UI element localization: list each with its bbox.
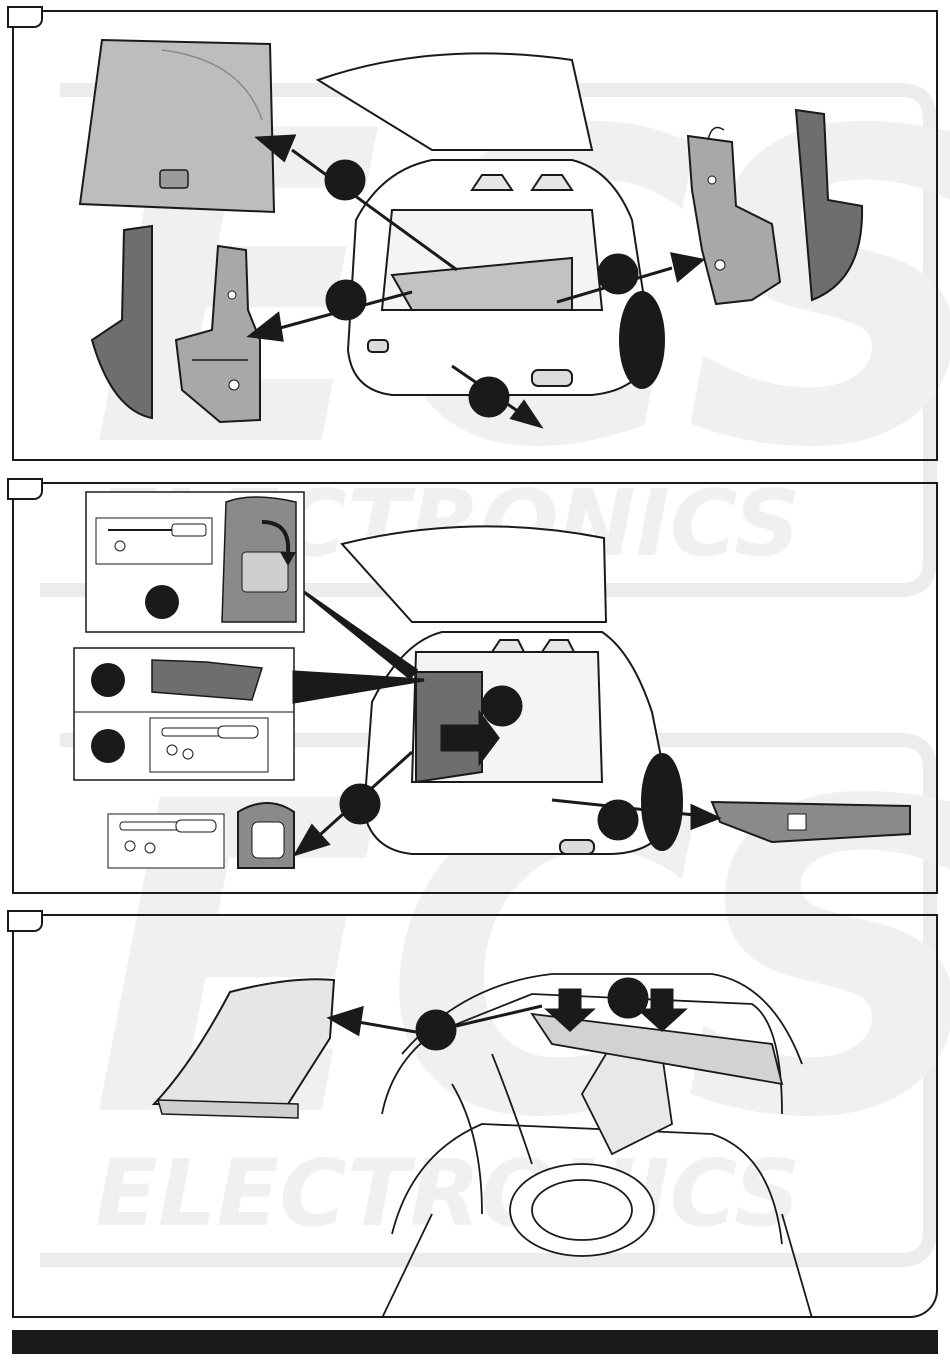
left-side-trim-part — [92, 226, 152, 418]
sill-trim-part — [712, 802, 910, 842]
footer-bar — [12, 1330, 938, 1354]
upper-trim-part — [154, 979, 334, 1118]
inset-screwdriver-clip — [86, 492, 304, 632]
step-2-illustration — [12, 482, 938, 894]
callout-2c — [91, 729, 125, 763]
inset-tape-ratchet — [74, 648, 294, 780]
callout-3a — [417, 1011, 455, 1049]
step-1-illustration — [12, 10, 938, 461]
car-rear-open-tailgate — [318, 53, 664, 395]
inset-ratchet-cover — [108, 803, 294, 868]
ratchet-icon-2 — [120, 822, 182, 830]
left-bracket-part — [176, 246, 260, 422]
floor-board-part — [80, 40, 274, 212]
right-bracket-part — [688, 128, 780, 304]
callout-2d — [483, 687, 521, 725]
callout-2b — [91, 663, 125, 697]
callout-2e — [341, 785, 379, 823]
step-3-illustration — [12, 914, 938, 1318]
right-side-trim-part — [796, 110, 862, 300]
phillips-icon — [115, 541, 125, 551]
foam-tape-part — [152, 660, 262, 700]
callout-2a — [145, 585, 179, 619]
